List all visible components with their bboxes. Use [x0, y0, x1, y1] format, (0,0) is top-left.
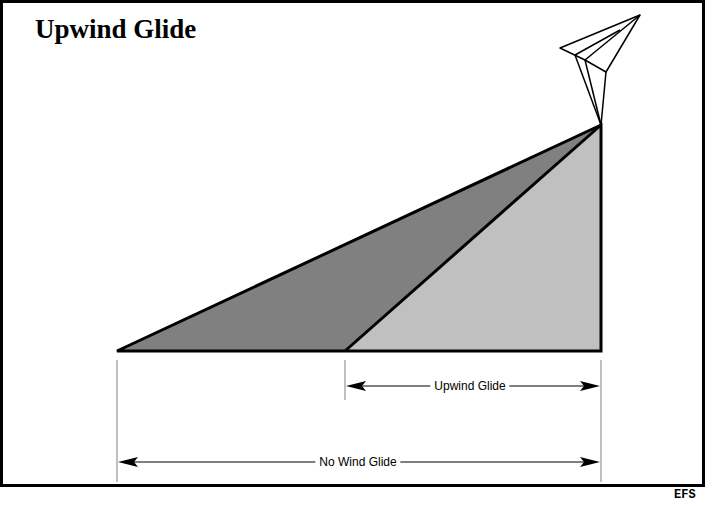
no-wind-glide-area — [117, 125, 601, 351]
glide-outline — [117, 125, 601, 351]
diagram-title: Upwind Glide — [35, 14, 196, 45]
frame — [2, 2, 704, 486]
dimension-ticks — [117, 360, 601, 482]
hang-glider — [560, 15, 640, 125]
watermark: EFS — [674, 488, 696, 502]
dimension-label: Upwind Glide — [430, 379, 509, 393]
dimension-lines — [122, 386, 596, 462]
upwind-glide-area — [345, 125, 601, 351]
dimension-label: No Wind Glide — [315, 455, 400, 469]
